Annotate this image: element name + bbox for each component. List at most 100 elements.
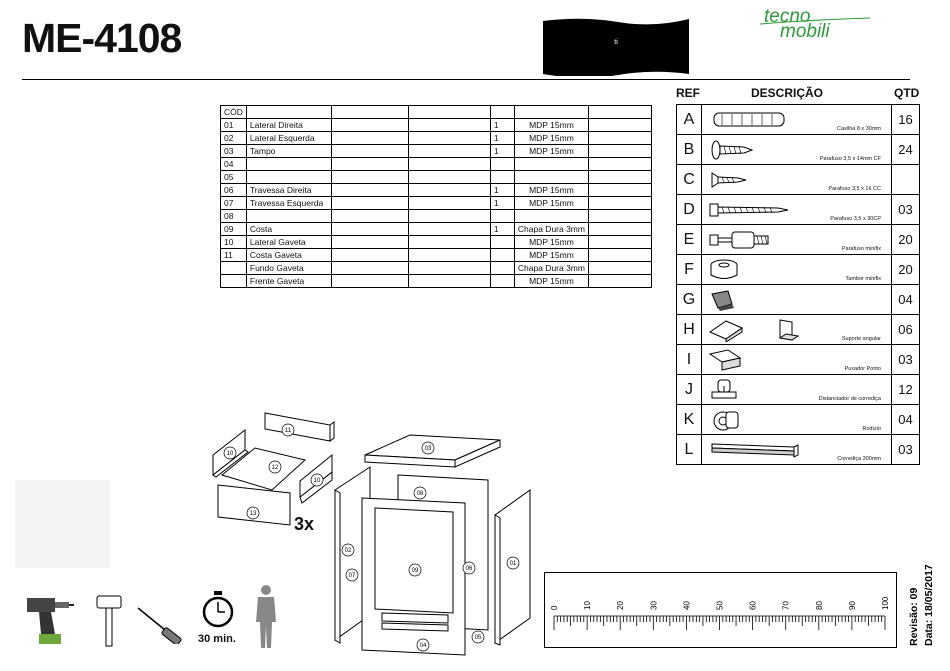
part-material: Chapa Dura 3mm — [513, 222, 589, 236]
hardware-description: Cavilha 8 x 30mm — [701, 104, 892, 135]
blank-panel — [15, 480, 110, 568]
empty-cell — [587, 235, 652, 249]
part-name — [245, 157, 332, 171]
person-icon — [256, 585, 276, 648]
parts-header-cell — [587, 105, 652, 119]
ruler-label: 60 — [749, 601, 758, 610]
brand-badge-text: ti — [614, 39, 618, 46]
part-material: MDP 15mm — [513, 248, 589, 262]
empty-cell — [330, 144, 409, 158]
drawer-quantity-multiplier: 3x — [294, 514, 315, 534]
spacer-icon — [711, 379, 737, 399]
part-material — [513, 157, 589, 171]
empty-cell — [330, 222, 409, 236]
part-callout: 01 — [506, 556, 520, 570]
empty-cell — [587, 222, 652, 236]
empty-cell — [587, 183, 652, 197]
empty-cell — [587, 248, 652, 262]
parts-header-cell: CÓD — [220, 105, 247, 119]
svg-text:06: 06 — [466, 566, 473, 572]
caster-icon — [713, 411, 739, 431]
hardware-description: Parafuso 3,5 x 30CP — [701, 194, 892, 225]
part-name: Costa Gaveta — [245, 248, 332, 262]
svg-text:mobili: mobili — [780, 21, 830, 42]
empty-cell — [587, 144, 652, 158]
part-code: 02 — [220, 131, 247, 145]
hardware-quantity: 03 — [891, 434, 920, 465]
hardware-quantity: 04 — [891, 404, 920, 435]
hardware-label: Puxador Ponto — [844, 366, 881, 372]
ruler-label: 20 — [616, 601, 625, 610]
part-name — [245, 170, 332, 184]
hardware-quantity: 12 — [891, 374, 920, 405]
hardware-ref: H — [676, 314, 702, 345]
part-qty — [489, 157, 515, 171]
empty-cell — [407, 196, 491, 210]
empty-cell — [587, 170, 652, 184]
parts-table-row: 04 — [220, 157, 652, 171]
hardware-description — [701, 284, 892, 315]
empty-cell — [587, 118, 652, 132]
hardware-quantity: 24 — [891, 134, 920, 165]
part-qty: 1 — [489, 196, 515, 210]
part-callout: 08 — [413, 486, 427, 500]
part-callout: 03 — [421, 441, 435, 455]
hardware-label: Rodízio — [862, 426, 881, 432]
part-name: Tampo — [245, 144, 332, 158]
glide-icon — [711, 290, 734, 311]
hardware-quantity — [891, 164, 920, 195]
hardware-ref: A — [676, 104, 702, 135]
revision-number: Revisão: 09 — [908, 587, 920, 646]
empty-cell — [330, 183, 409, 197]
empty-cell — [407, 248, 491, 262]
part-callout: 07 — [345, 568, 359, 582]
empty-cell — [587, 157, 652, 171]
hardware-ref: J — [676, 374, 702, 405]
hardware-description: Parafuso 3,5 x 14mm CF — [701, 134, 892, 165]
ruler-label: 40 — [682, 601, 691, 610]
part-material — [513, 209, 589, 223]
assembly-time: 30 min. — [198, 633, 236, 645]
hardware-ref: C — [676, 164, 702, 195]
part-material: MDP 15mm — [513, 196, 589, 210]
part-qty — [489, 170, 515, 184]
ruler-label: 0 — [550, 605, 559, 610]
part-name: Lateral Direita — [245, 118, 332, 132]
ruler-label: 80 — [815, 601, 824, 610]
hardware-row: C Parafuso 3,5 x 16 CC — [676, 164, 920, 195]
empty-cell — [407, 274, 491, 288]
svg-text:10: 10 — [314, 478, 321, 484]
description-column-header: DESCRIÇÃO — [751, 86, 824, 100]
part-callout: 10 — [310, 473, 324, 487]
part-code: 10 — [220, 235, 247, 249]
hardware-label: Parafuso 3,5 x 16 CC — [828, 186, 881, 192]
part-material: MDP 15mm — [513, 118, 589, 132]
hardware-label: Parafuso minifix — [841, 246, 881, 252]
empty-cell — [330, 170, 409, 184]
part-material — [513, 170, 589, 184]
part-callout: 04 — [416, 638, 430, 652]
svg-text:01: 01 — [510, 561, 517, 567]
part-code: 01 — [220, 118, 247, 132]
screw-countersunk-icon — [711, 172, 747, 188]
svg-text:03: 03 — [425, 446, 432, 452]
empty-cell — [330, 131, 409, 145]
part-material: Chapa Dura 3mm — [513, 261, 589, 275]
header-divider — [22, 79, 910, 80]
empty-cell — [330, 157, 409, 171]
part-callout: 09 — [408, 563, 422, 577]
part-callout: 02 — [341, 543, 355, 557]
hardware-description: Parafuso minifix — [701, 224, 892, 255]
part-callout: 05 — [471, 630, 485, 644]
hardware-ref: G — [676, 284, 702, 315]
